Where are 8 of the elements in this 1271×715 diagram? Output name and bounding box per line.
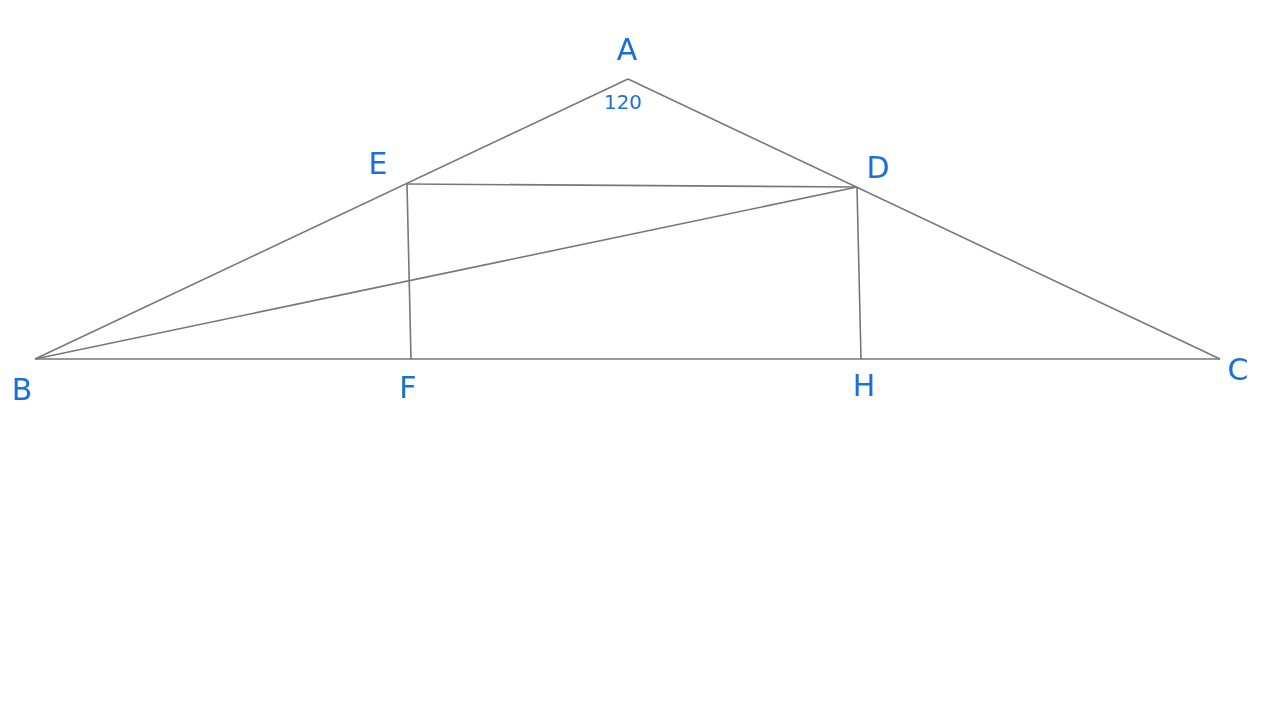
point-label: F bbox=[399, 373, 417, 403]
point-label: D bbox=[866, 153, 890, 183]
angle-label: 120 bbox=[603, 92, 643, 112]
point-label: B bbox=[11, 375, 33, 405]
point-label: E bbox=[368, 149, 388, 179]
point-label: A bbox=[616, 35, 638, 65]
point-label: H bbox=[852, 371, 876, 401]
point-label: C bbox=[1227, 355, 1249, 385]
